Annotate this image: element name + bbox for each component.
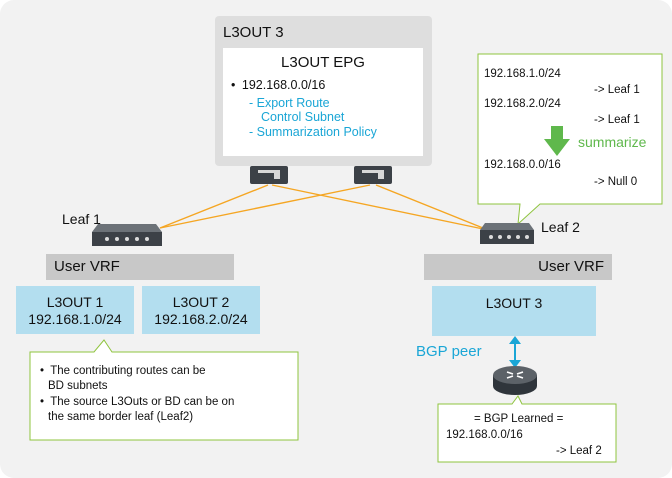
route3: 192.168.0.0/16 xyxy=(484,159,561,171)
bgp-learned-route: 192.168.0.0/16 xyxy=(446,429,523,441)
link-leaf1-l3out3a xyxy=(159,184,269,229)
l3out3-top-container: L3OUT 3 L3OUT EPG • 192.168.0.0/16 - Exp… xyxy=(215,16,432,166)
link-leaf2-l3out3b xyxy=(375,184,489,231)
l3out2-box: L3OUT 2 192.168.2.0/24 xyxy=(142,286,260,334)
user-vrf-right: User VRF xyxy=(424,254,612,280)
note-bullet2-mark: • xyxy=(40,396,45,408)
switch-icon xyxy=(250,166,288,184)
note-bullet2: • The source L3Outs or BD can be on xyxy=(40,395,234,409)
l3out3-bottom-box: L3OUT 3 xyxy=(432,286,596,336)
epg-attr1-line2: Control Subnet xyxy=(261,110,345,124)
epg-title: L3OUT EPG xyxy=(281,54,365,71)
bgp-peer-label: BGP peer xyxy=(416,343,482,360)
user-vrf-left-label: User VRF xyxy=(54,258,120,275)
l3out2-name: L3OUT 2 xyxy=(172,294,230,310)
route1: 192.168.1.0/24 xyxy=(484,68,561,80)
bgp-learned-next: -> Leaf 2 xyxy=(556,445,602,457)
user-vrf-left: User VRF xyxy=(46,254,234,280)
note-bullet1-line1: The contributing routes can be xyxy=(50,365,206,377)
note-bullet1-mark: • xyxy=(40,365,45,377)
switch-icon xyxy=(480,223,534,244)
epg-subnet-row: • 192.168.0.0/16 xyxy=(231,78,325,92)
epg-attr1-line1: - Export Route xyxy=(249,96,330,110)
router-icon xyxy=(493,366,537,395)
note-bullet2-line1: The source L3Outs or BD can be on xyxy=(50,396,235,408)
note-bullet1-line2: BD subnets xyxy=(48,380,108,392)
link-leaf2-l3out3a xyxy=(271,184,489,231)
summarize-label: summarize xyxy=(578,134,647,150)
route3-next: -> Null 0 xyxy=(594,176,638,188)
link-leaf1-l3out3b xyxy=(159,184,371,229)
route1-next: -> Leaf 1 xyxy=(594,84,640,96)
note-bullet2-line2: the same border leaf (Leaf2) xyxy=(48,411,194,423)
switch-icon xyxy=(92,224,162,246)
l3out-epg-box: L3OUT EPG • 192.168.0.0/16 - Export Rout… xyxy=(223,48,423,156)
l3out2-subnet: 192.168.2.0/24 xyxy=(154,311,248,327)
epg-subnet: 192.168.0.0/16 xyxy=(241,78,326,92)
l3out3-bottom-name: L3OUT 3 xyxy=(485,295,543,311)
down-arrow-icon xyxy=(544,126,570,156)
l3out1-subnet: 192.168.1.0/24 xyxy=(28,311,122,327)
l3out1-name: L3OUT 1 xyxy=(46,294,104,310)
double-arrow-icon xyxy=(509,336,521,368)
leaf1-label: Leaf 1 xyxy=(62,211,101,227)
leaf2-label: Leaf 2 xyxy=(541,219,580,235)
epg-attr2: - Summarization Policy xyxy=(249,125,377,139)
l3out3-top-title: L3OUT 3 xyxy=(223,24,284,41)
user-vrf-right-label: User VRF xyxy=(538,258,604,275)
switch-icon xyxy=(354,166,392,184)
route2-next: -> Leaf 1 xyxy=(594,114,640,126)
bgp-learned-title: = BGP Learned = xyxy=(474,413,564,425)
epg-bullet: • xyxy=(231,78,236,92)
note-bullet1: • The contributing routes can be xyxy=(40,364,206,378)
l3out1-box: L3OUT 1 192.168.1.0/24 xyxy=(16,286,134,334)
route2: 192.168.2.0/24 xyxy=(484,98,561,110)
